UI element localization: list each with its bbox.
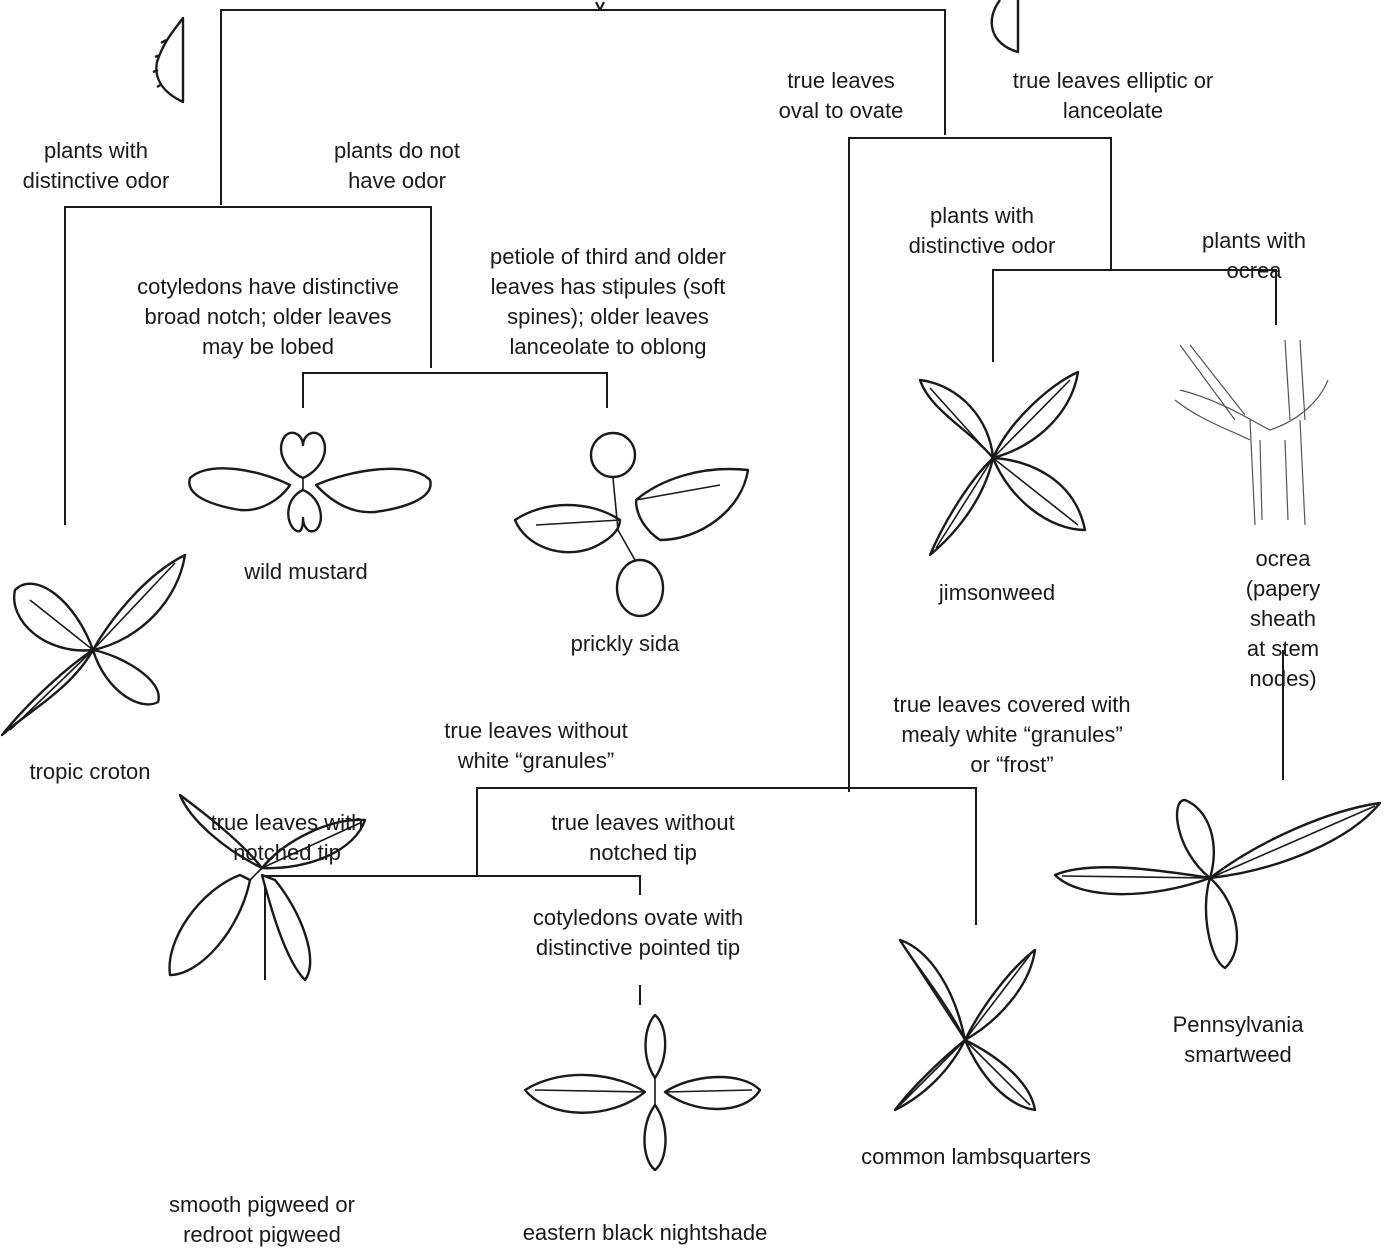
label-petiole-stipules: petiole of third and older leaves has st… xyxy=(490,242,726,362)
label-oval-ovate: true leaves oval to ovate xyxy=(779,66,904,126)
pennsylvania-smartweed-illustration xyxy=(1055,800,1380,968)
species-nightshade: eastern black nightshade xyxy=(523,1218,768,1248)
smooth-leaf-shape-icon xyxy=(992,0,1018,52)
prickly-sida-illustration xyxy=(515,433,748,616)
nightshade-illustration xyxy=(525,1015,760,1170)
label-covered-granules: true leaves covered with mealy white “gr… xyxy=(893,690,1130,780)
species-pigweed: smooth pigweed or redroot pigweed xyxy=(169,1190,355,1250)
label-ovate-pointed: cotyledons ovate with distinctive pointe… xyxy=(533,903,743,963)
connector-root-arrow xyxy=(596,2,604,10)
label-odor-right: plants with distinctive odor xyxy=(909,201,1056,261)
label-odor-left: plants with distinctive odor xyxy=(23,136,170,196)
label-cotyledon-notch: cotyledons have distinctive broad notch;… xyxy=(137,272,399,362)
label-without-granules: true leaves without white “granules” xyxy=(444,716,627,776)
ocrea-sketch-illustration xyxy=(1175,340,1328,525)
label-notched-tip: true leaves with notched tip xyxy=(211,808,364,868)
species-wild-mustard: wild mustard xyxy=(244,557,367,587)
species-pennsylvania-smartweed: Pennsylvania smartweed xyxy=(1173,1010,1304,1070)
species-jimsonweed: jimsonweed xyxy=(939,578,1055,608)
species-tropic-croton: tropic croton xyxy=(29,757,150,787)
label-no-odor: plants do not have odor xyxy=(334,136,460,196)
connector-mustard-sida xyxy=(303,373,607,408)
label-no-notched-tip: true leaves without notched tip xyxy=(551,808,734,868)
toothed-leaf-shape-icon xyxy=(153,18,183,102)
species-prickly-sida: prickly sida xyxy=(571,629,680,659)
jimsonweed-illustration xyxy=(920,372,1085,555)
wild-mustard-illustration xyxy=(189,433,430,532)
species-lambsquarters: common lambsquarters xyxy=(861,1142,1091,1172)
label-with-ocrea: plants with ocrea xyxy=(1186,226,1322,286)
label-elliptic: true leaves elliptic or lanceolate xyxy=(1013,66,1214,126)
lambsquarters-illustration xyxy=(895,940,1035,1110)
tropic-croton-illustration xyxy=(2,555,185,735)
label-ocrea-definition: ocrea (papery sheath at stem nodes) xyxy=(1230,544,1337,694)
